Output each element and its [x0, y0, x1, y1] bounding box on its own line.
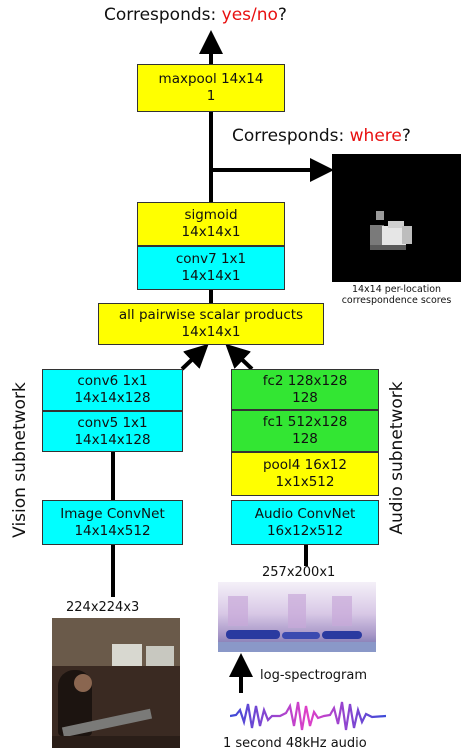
where-question: Corresponds: where? [232, 126, 411, 146]
vision-subnetwork-label: Vision subnetwork [10, 382, 30, 538]
waveform-label: 1 second 48kHz audio [223, 736, 367, 751]
audio-waveform [230, 701, 386, 731]
yes-no-question: Corresponds: yes/no? [104, 5, 287, 25]
spectrogram-label: log-spectrogram [260, 668, 368, 683]
pairwise-products-box: all pairwise scalar products 14x14x1 [98, 303, 324, 345]
fc2-box: fc2 128x128 128 [231, 369, 379, 410]
pool4-box: pool4 16x12 1x1x512 [231, 452, 379, 496]
correspondence-heatmap [332, 154, 461, 282]
image-convnet-box: Image ConvNet 14x14x512 [42, 500, 183, 545]
sigmoid-box: sigmoid 14x14x1 [137, 202, 285, 246]
spectrogram-image [218, 582, 376, 652]
conv6-box: conv6 1x1 14x14x128 [42, 369, 183, 411]
audio-subnetwork-label: Audio subnetwork [387, 381, 407, 535]
input-video-frame [52, 618, 180, 748]
arrow-audio-to-products [225, 343, 254, 371]
fc1-box: fc1 512x128 128 [231, 410, 379, 452]
conv7-box: conv7 1x1 14x14x1 [137, 246, 285, 290]
audio-convnet-box: Audio ConvNet 16x12x512 [231, 500, 379, 545]
heatmap-caption: 14x14 per-location correspondence scores [341, 284, 452, 306]
arrow-vision-to-products [180, 343, 209, 371]
image-input-size: 224x224x3 [66, 600, 140, 615]
conv5-box: conv5 1x1 14x14x128 [42, 411, 183, 452]
audio-input-size: 257x200x1 [262, 565, 336, 580]
maxpool-box: maxpool 14x14 1 [137, 64, 285, 112]
